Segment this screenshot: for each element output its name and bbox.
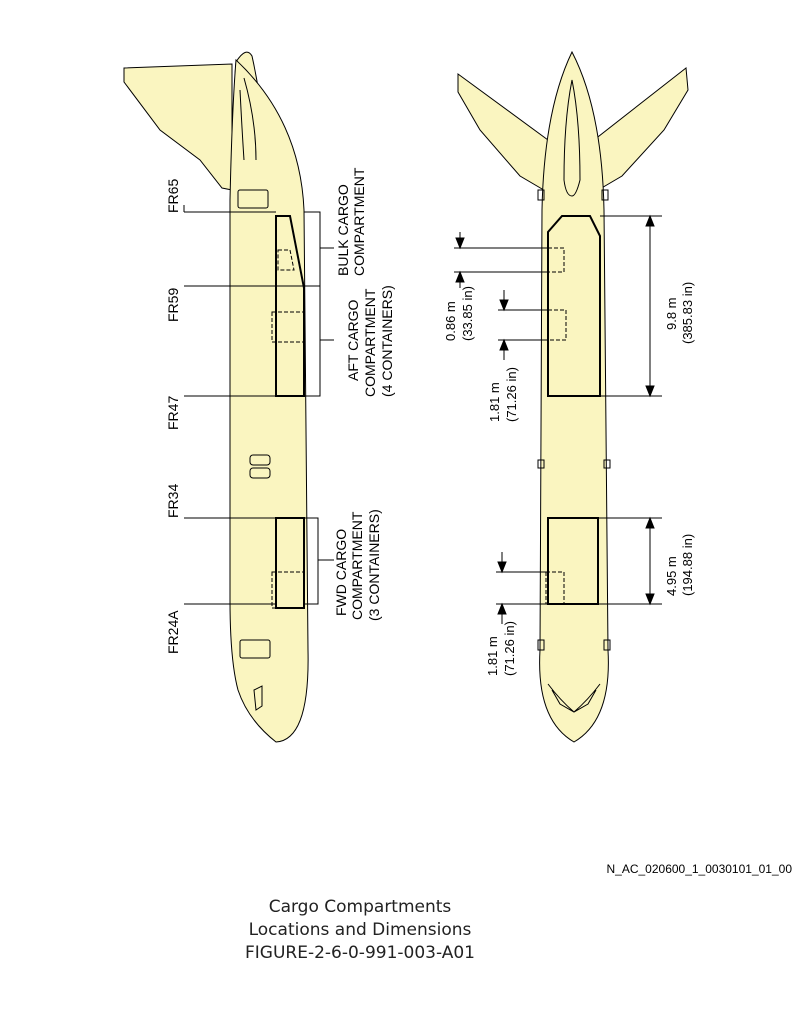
left-aircraft	[123, 51, 309, 743]
caption-title: Cargo Compartments	[268, 897, 452, 917]
frame-label-fr65: FR65	[165, 179, 181, 213]
right-bulk-door	[547, 247, 565, 273]
dim-aft-length-in: (385.83 in)	[680, 282, 695, 344]
frame-label-fr24a: FR24A	[165, 610, 181, 654]
dim-door-fwd-m: 1.81 m	[485, 636, 500, 676]
right-fwd-compartment	[547, 517, 599, 605]
frame-label-fr47: FR47	[165, 396, 181, 430]
left-overwing-exit-1	[249, 454, 271, 466]
figure-reference-id: N_AC_020600_1_0030101_01_00	[606, 862, 792, 876]
aft-label-line2: COMPARTMENT	[362, 288, 378, 397]
dim-door-aft-m: 0.86 m	[443, 301, 458, 341]
caption-figure-number: FIGURE-2-6-0-991-003-A01	[245, 943, 475, 963]
left-overwing-exit-2	[249, 467, 271, 479]
dim-fwd-length-m: 4.95 m	[664, 556, 679, 596]
left-fwd-cargo-door	[271, 571, 305, 609]
left-fin-outline	[239, 77, 257, 161]
dim-door-aft-in: (33.85 in)	[460, 286, 475, 341]
aft-label-line3: (4 CONTAINERS)	[379, 285, 395, 397]
right-doors	[537, 189, 611, 651]
left-frame-leaders	[183, 205, 334, 605]
dim-door-aft-lower-m: 1.81 m	[487, 382, 502, 422]
right-fin-outline	[563, 79, 581, 197]
bulk-label-line1: BULK CARGO	[335, 184, 351, 276]
fwd-label-line2: COMPARTMENT	[349, 511, 365, 620]
aft-label-line1: AFT CARGO	[345, 299, 361, 381]
right-tail-wing-left	[457, 73, 555, 197]
cargo-diagram: FR65 FR59 FR47 FR34 FR24A BULK CARGO COM…	[123, 50, 695, 743]
right-cockpit	[547, 683, 601, 713]
left-cockpit-window	[253, 685, 263, 711]
dim-aft-length-m: 9.8 m	[664, 297, 679, 330]
dim-door-fwd-in: (71.26 in)	[502, 621, 517, 676]
left-aft-cargo-door	[271, 311, 305, 343]
caption-subtitle: Locations and Dimensions	[248, 920, 472, 940]
right-dimension-lines	[598, 214, 662, 606]
fwd-label-line3: (3 CONTAINERS)	[366, 509, 382, 621]
left-aft-door	[237, 189, 269, 209]
dim-door-aft-lower-in: (71.26 in)	[504, 367, 519, 422]
frame-label-fr34: FR34	[165, 484, 181, 518]
fwd-label-line1: FWD CARGO	[333, 529, 349, 616]
right-aft-cargo-door	[547, 309, 567, 341]
left-tail-wing	[123, 63, 233, 191]
dim-fwd-length-in: (194.88 in)	[680, 534, 695, 596]
door-dimension-lines	[454, 232, 548, 624]
right-fwd-cargo-door	[545, 571, 565, 605]
left-fwd-door	[239, 639, 271, 659]
left-bulk-door	[277, 249, 295, 271]
figure-caption: Cargo Compartments Locations and Dimensi…	[0, 896, 720, 965]
bulk-label-line2: COMPARTMENT	[351, 167, 367, 276]
left-fuselage	[229, 58, 309, 743]
right-tail-wing-right	[587, 67, 689, 197]
frame-label-fr59: FR59	[165, 288, 181, 322]
